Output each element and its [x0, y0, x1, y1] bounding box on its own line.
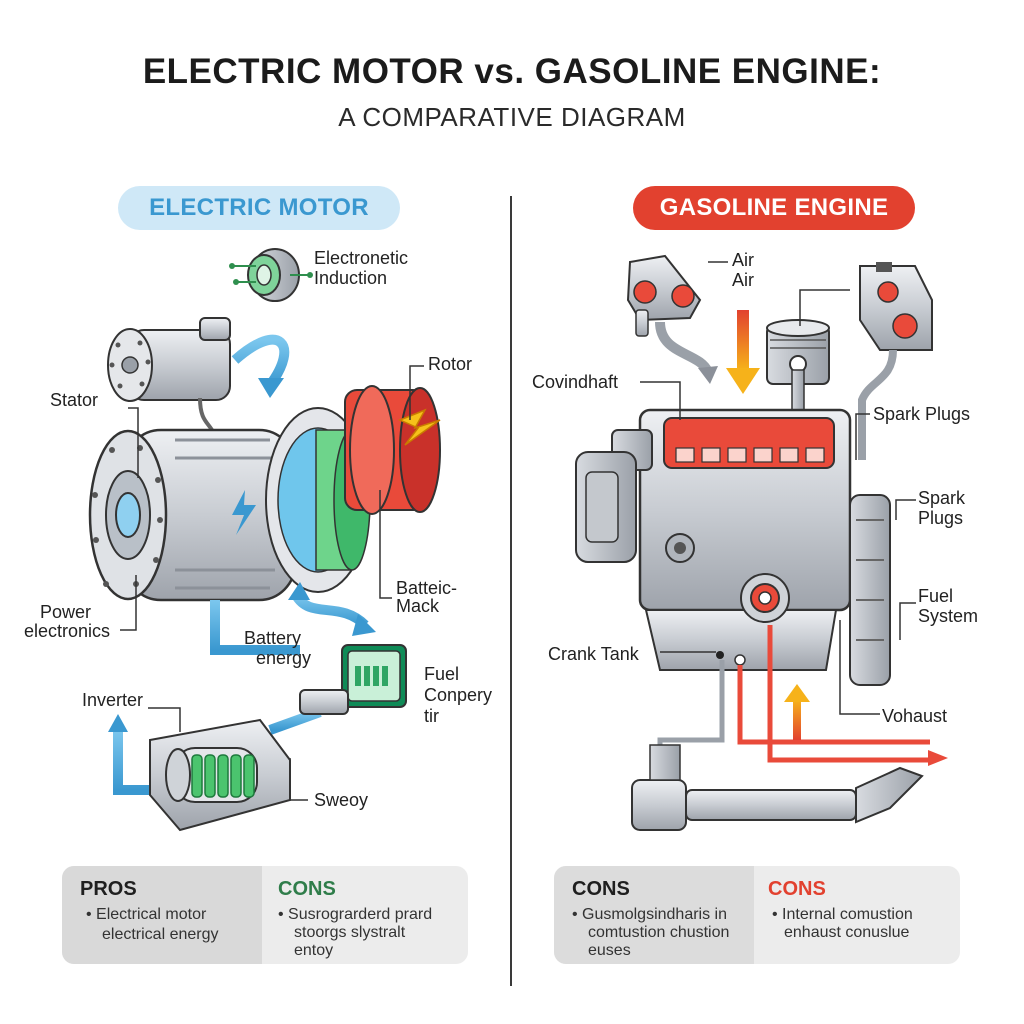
- gas-cons-a-line-1: • Gusmolgsindharis in: [572, 906, 727, 923]
- small-motor-icon: [107, 317, 231, 449]
- exhaust-pipe: [631, 744, 924, 831]
- label-battery-mack-1: Batteic-: [396, 578, 458, 598]
- pros-line-2: electrical energy: [102, 926, 219, 943]
- air-intake-icon: [626, 254, 702, 337]
- engine-block: [575, 408, 891, 686]
- label-spark-plugs-2b: Plugs: [918, 508, 964, 528]
- electric-cons-line-3: entoy: [294, 942, 334, 959]
- label-battery-energy-2: energy: [256, 648, 312, 668]
- label-fuel-1: Fuel: [424, 664, 460, 684]
- rotor-assembly: [265, 385, 441, 593]
- center-divider: [510, 196, 512, 986]
- page-title: ELECTRIC MOTOR vs. GASOLINE ENGINE:: [142, 52, 882, 91]
- electric-motor-heading: ELECTRIC MOTOR: [118, 186, 400, 230]
- gas-cons-a-line-2: comtustion chustion: [588, 924, 730, 941]
- gas-cons-a-heading: CONS: [572, 878, 630, 900]
- label-induction-1: Electronetic: [314, 248, 409, 268]
- label-fuel-system-2: System: [918, 606, 979, 626]
- label-spark-plugs-2a: Spark: [918, 488, 966, 508]
- label-battery-mack-2: Mack: [396, 596, 440, 616]
- label-rotor: Rotor: [428, 354, 473, 374]
- pros-line-1: • Electrical motor: [86, 906, 207, 923]
- electric-cons-line-1: • Susrograrderd prard: [278, 906, 433, 923]
- gas-cons-b-heading: CONS: [768, 878, 826, 900]
- label-power-1: Power: [40, 602, 92, 622]
- label-sweoy: Sweoy: [314, 790, 369, 810]
- gas-cons-b-line-1: • Internal comustion: [772, 906, 913, 923]
- label-battery-energy-1: Battery: [244, 628, 302, 648]
- label-stator: Stator: [50, 390, 99, 410]
- piston-icon: [766, 319, 830, 521]
- page-subtitle: A COMPARATIVE DIAGRAM: [338, 102, 686, 132]
- label-fuel-system-1: Fuel: [918, 586, 954, 606]
- gasoline-engine-heading: GASOLINE ENGINE: [633, 186, 915, 230]
- label-crank-tank: Crank Tank: [548, 644, 639, 664]
- gas-cons-a-line-3: euses: [588, 942, 631, 959]
- label-power-2: electronics: [24, 621, 111, 641]
- label-inverter: Inverter: [82, 690, 144, 710]
- label-vohaust: Vohaust: [882, 706, 948, 726]
- battery-module: [299, 644, 407, 715]
- air-down-arrow: [737, 310, 749, 370]
- label-air-1: Air: [732, 250, 754, 270]
- gas-cons-b-line-2: enhaust conuslue: [784, 924, 910, 941]
- pros-heading: PROS: [80, 878, 137, 900]
- stator-body: [88, 428, 297, 602]
- pros-shade: [62, 866, 262, 964]
- electric-cons-line-2: stoorgs slystralt: [294, 924, 406, 941]
- flow-arrow-top: [231, 334, 290, 388]
- cons-shade: [554, 866, 754, 964]
- label-covindhaft: Covindhaft: [532, 372, 619, 392]
- label-air-2: Air: [732, 270, 754, 290]
- spark-plug-icon: [859, 262, 933, 351]
- electric-cons-heading: CONS: [278, 878, 336, 900]
- label-fuel-2: Conpery: [424, 685, 493, 705]
- inverter-unit: [149, 718, 291, 832]
- label-induction-2: Induction: [314, 268, 388, 288]
- label-spark-plugs-1: Spark Plugs: [873, 404, 971, 424]
- induction-coil-icon: [229, 248, 313, 302]
- label-fuel-3: tir: [424, 706, 439, 726]
